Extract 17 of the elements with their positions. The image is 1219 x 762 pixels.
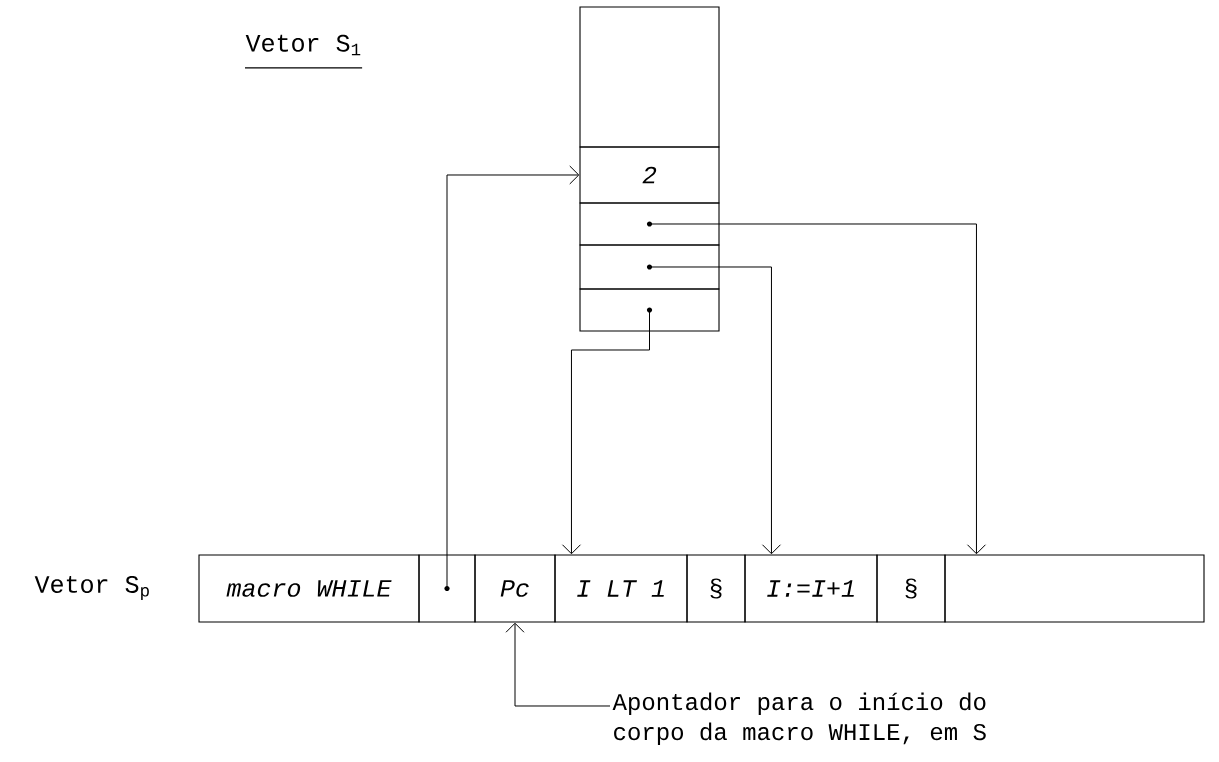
vector-cell: I:=I+1	[744, 554, 878, 623]
vector-cell: macro WHILE	[198, 554, 420, 623]
vector-cell: I LT 1	[554, 554, 688, 623]
vector-label: Vetor S$_{1}$	[245, 34, 361, 56]
pointer-arrow	[446, 165, 580, 589]
pointer-arrow	[649, 266, 781, 555]
vector-cell: Pc	[474, 554, 556, 623]
vector-cell	[944, 554, 1205, 623]
pointer-arrow	[561, 309, 650, 555]
vector-label: Vetor S$_{p}$	[34, 575, 149, 601]
table-cell: 2	[579, 146, 720, 204]
pointer-arrow	[649, 223, 986, 555]
vector-cell: §	[686, 554, 746, 623]
vector-cell: §	[876, 554, 946, 623]
table-cell	[579, 6, 720, 148]
annotation-text: Apontador para o início do corpo da macro WHILE, em S	[612, 692, 986, 745]
leader-line	[505, 622, 611, 707]
